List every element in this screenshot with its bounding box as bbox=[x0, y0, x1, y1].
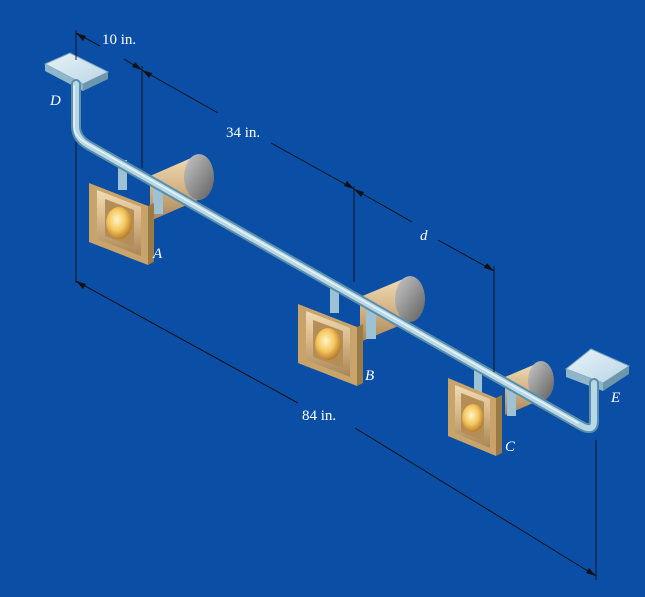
lamp-label-b: B bbox=[365, 368, 374, 384]
arrowhead bbox=[76, 281, 86, 289]
arrowhead bbox=[344, 181, 354, 189]
dimension-lines bbox=[75, 30, 597, 580]
arrowhead bbox=[132, 62, 142, 70]
dim-34in-left bbox=[141, 69, 219, 114]
dim-label-d: d bbox=[420, 228, 428, 244]
dim-d-left bbox=[353, 188, 413, 223]
arrowhead bbox=[354, 189, 364, 197]
dim-34in-right bbox=[270, 142, 355, 190]
dim-label-34in: 34 in. bbox=[226, 125, 260, 141]
arrowhead bbox=[586, 568, 596, 576]
track-pipe bbox=[71, 79, 599, 434]
point-label-e: E bbox=[610, 390, 620, 406]
lamp-label-c: C bbox=[505, 439, 516, 455]
lamp-a bbox=[89, 154, 214, 265]
point-label-d: D bbox=[49, 93, 61, 109]
dim-d-right bbox=[437, 239, 495, 272]
lamp-label-a: A bbox=[152, 246, 163, 262]
dim-84in-right bbox=[354, 427, 597, 577]
dim-84in-left bbox=[75, 280, 299, 404]
mount-plate-d bbox=[43, 52, 110, 91]
dim-label-10in: 10 in. bbox=[102, 32, 136, 48]
lamp-c bbox=[448, 361, 554, 456]
labels: 10 in. 34 in. d 84 in. D E A B C bbox=[49, 32, 620, 455]
mount-plate-e bbox=[565, 348, 631, 391]
arrowhead bbox=[76, 33, 86, 41]
dim-label-84in: 84 in. bbox=[302, 408, 336, 424]
arrowhead bbox=[142, 70, 152, 78]
lamp-b bbox=[298, 276, 425, 386]
arrowhead bbox=[484, 263, 494, 271]
